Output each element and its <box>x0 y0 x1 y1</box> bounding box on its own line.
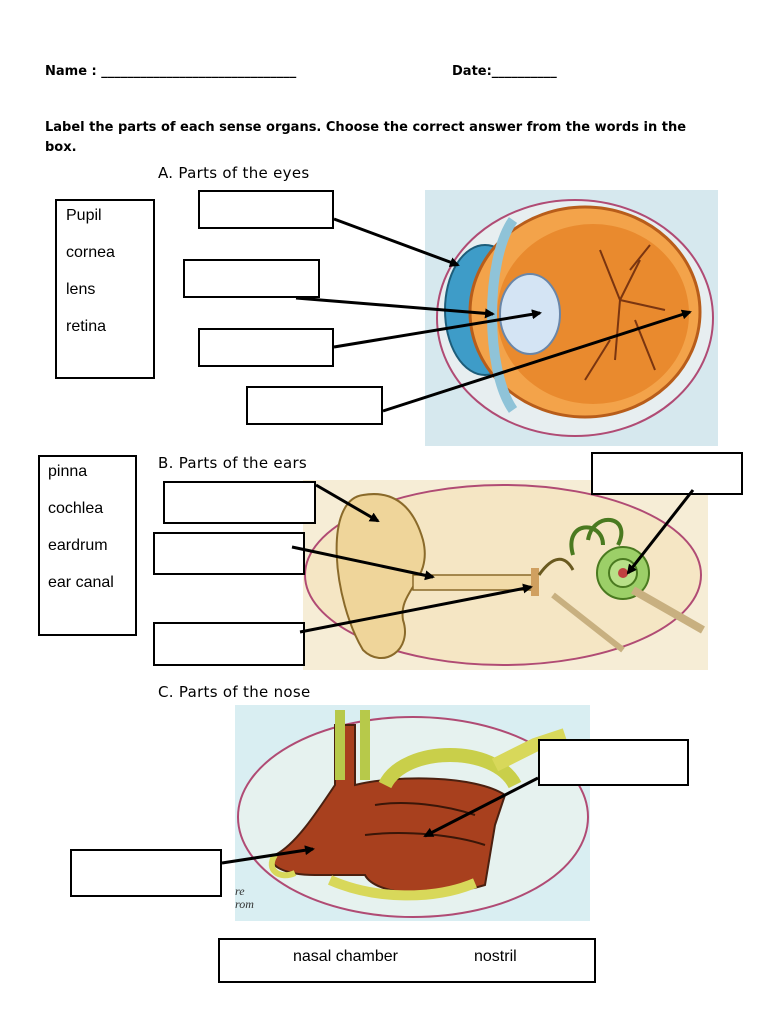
section-c-title: C. Parts of the nose <box>158 683 311 701</box>
nose-diagram: re rom <box>235 705 590 921</box>
eye-diagram <box>425 190 718 446</box>
ear-diagram <box>303 480 708 670</box>
ear-word-cochlea: cochlea <box>48 500 103 518</box>
ear-answer-box-2[interactable] <box>163 481 316 524</box>
eye-word-cornea: cornea <box>66 244 115 262</box>
ear-word-ear-canal: ear canal <box>48 574 114 592</box>
nose-word-box: nasal chamber nostril <box>218 938 596 983</box>
date-field-label: Date:__________ <box>452 64 557 79</box>
eye-word-box: Pupil cornea lens retina <box>55 199 155 379</box>
eye-answer-box-1[interactable] <box>198 190 334 229</box>
eye-word-retina: retina <box>66 318 106 336</box>
nose-answer-box-2[interactable] <box>70 849 222 897</box>
ear-word-pinna: pinna <box>48 463 87 481</box>
eye-answer-box-2[interactable] <box>183 259 320 298</box>
ear-word-box: pinna cochlea eardrum ear canal <box>38 455 137 636</box>
section-b-title: B. Parts of the ears <box>158 454 307 472</box>
name-field-label: Name : ______________________________ <box>45 64 296 79</box>
nose-answer-box-1[interactable] <box>538 739 689 786</box>
nose-word-nasal-chamber: nasal chamber <box>293 948 398 966</box>
eye-answer-box-3[interactable] <box>198 328 334 367</box>
eye-answer-box-4[interactable] <box>246 386 383 425</box>
ear-answer-box-4[interactable] <box>153 622 305 666</box>
nose-image-caption-fragment: re rom <box>235 885 254 911</box>
instructions: Label the parts of each sense organs. Ch… <box>45 118 710 158</box>
section-a-title: A. Parts of the eyes <box>158 164 310 182</box>
eye-word-lens: lens <box>66 281 95 299</box>
ear-answer-box-3[interactable] <box>153 532 305 575</box>
ear-answer-box-1[interactable] <box>591 452 743 495</box>
eye-word-pupil: Pupil <box>66 207 102 225</box>
ear-word-eardrum: eardrum <box>48 537 108 555</box>
nose-word-nostril: nostril <box>474 948 517 966</box>
